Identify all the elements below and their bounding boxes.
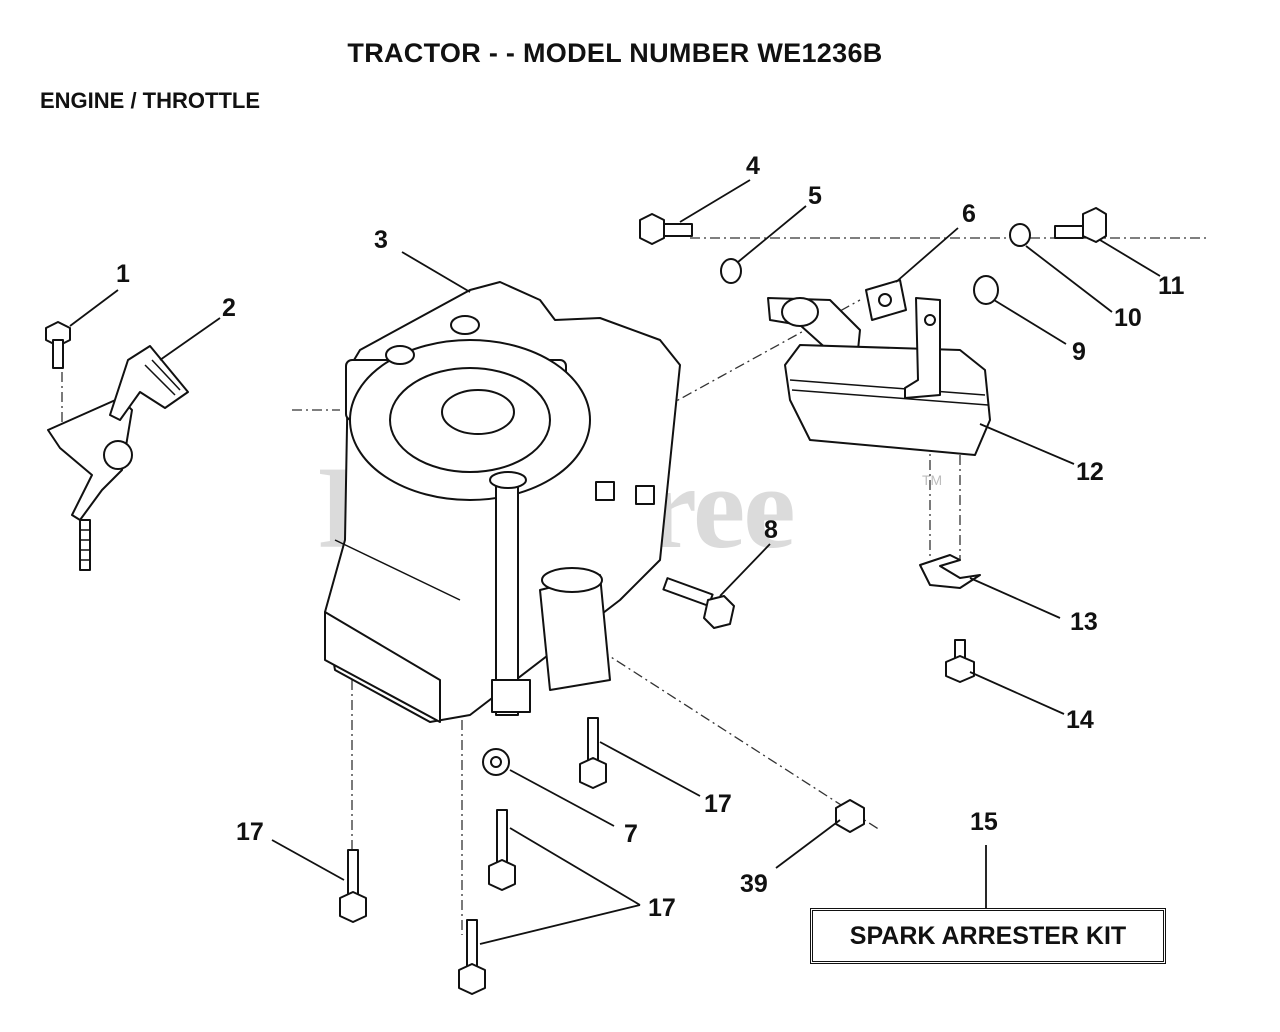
part-39-nut <box>835 799 865 833</box>
callout-11: 11 <box>1158 272 1185 300</box>
callout-9: 9 <box>1072 338 1086 366</box>
part-10-lock-washer <box>1009 223 1031 247</box>
part-2-throttle-control <box>47 345 189 571</box>
part-6-gasket <box>865 279 907 321</box>
callout-5: 5 <box>808 182 822 210</box>
section-title: ENGINE / THROTTLE <box>40 88 260 113</box>
part-1-screw <box>45 321 71 369</box>
callout-17-right: 17 <box>704 790 732 818</box>
callout-12: 12 <box>1076 458 1104 486</box>
callout-10: 10 <box>1114 304 1142 332</box>
part-17-bolt-a <box>579 717 607 789</box>
part-14-screw <box>945 639 975 683</box>
leader-lines <box>69 179 1161 945</box>
callout-17-left: 17 <box>236 818 264 846</box>
part-12-muffler <box>784 297 991 456</box>
callout-14: 14 <box>1066 706 1094 734</box>
callout-7: 7 <box>624 820 638 848</box>
part-3-engine <box>324 281 681 723</box>
part-13-spark-arrester-screen <box>919 554 981 589</box>
callout-labels: 1 2 3 4 5 6 7 8 9 10 11 12 13 14 15 17 1… <box>116 152 1185 922</box>
callout-6: 6 <box>962 200 976 228</box>
part-17-bolt-d <box>339 849 367 923</box>
callout-3: 3 <box>374 226 388 254</box>
part-17-bolt-b <box>488 809 516 891</box>
callout-39: 39 <box>740 870 768 898</box>
callout-13: 13 <box>1070 608 1098 636</box>
part-8-bolt <box>662 577 735 629</box>
callout-15: 15 <box>970 808 998 836</box>
page-title: TRACTOR - - MODEL NUMBER WE1236B <box>347 38 883 68</box>
spark-arrester-kit-label: SPARK ARRESTER KIT <box>810 908 1166 964</box>
part-7-star-washer <box>482 748 510 776</box>
callout-8: 8 <box>764 516 778 544</box>
part-11-bolt <box>1054 207 1107 243</box>
part-17-bolt-c <box>458 919 486 995</box>
callout-4: 4 <box>746 152 760 180</box>
callout-2: 2 <box>222 294 236 322</box>
part-4-bolt <box>639 213 693 245</box>
exhaust-elbow <box>767 297 861 353</box>
callout-1: 1 <box>116 260 130 288</box>
part-5-lock-washer <box>720 258 742 284</box>
part-9-washer <box>973 275 999 305</box>
watermark-trademark: TM <box>922 472 943 488</box>
callout-17-bottom: 17 <box>648 894 676 922</box>
